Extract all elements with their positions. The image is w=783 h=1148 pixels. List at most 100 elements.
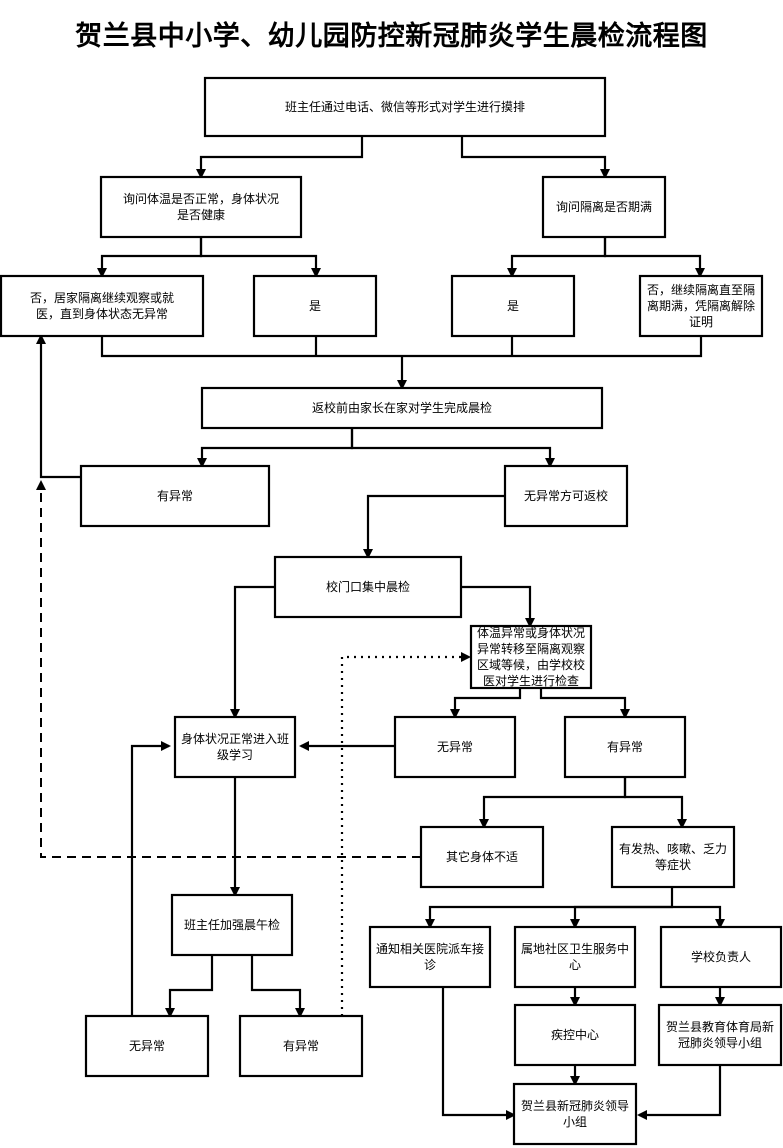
flow-node-box xyxy=(541,175,667,239)
flow-node-box xyxy=(252,274,378,338)
flow-node-label: 医对学生进行检查 xyxy=(483,673,579,688)
flow-node-label: 是 xyxy=(507,299,519,313)
flow-arrow xyxy=(623,777,687,829)
flow-arrow xyxy=(230,585,275,719)
flow-node-label: 贺兰县新冠肺炎领导 xyxy=(521,1098,629,1113)
dashed-return-arrow xyxy=(36,480,421,858)
flow-node-label: 异常转移至隔离观察 xyxy=(477,641,585,656)
flow-node-label: 证明 xyxy=(689,315,713,329)
flow-arrow xyxy=(507,237,607,278)
flow-node-label: 是 xyxy=(309,299,321,313)
flow-arrow xyxy=(363,494,505,559)
flow-node-box xyxy=(0,274,205,338)
flow-arrow xyxy=(461,585,535,628)
flow-arrow xyxy=(637,1065,722,1120)
flow-arrow xyxy=(570,905,672,929)
flow-node-box xyxy=(419,825,545,889)
flow-node-box xyxy=(513,1003,637,1067)
flow-node-label: 心 xyxy=(569,958,581,972)
flow-node-label: 班主任加强晨午检 xyxy=(184,917,280,932)
flow-node-label: 无异常方可返校 xyxy=(524,488,608,503)
flow-node-label: 小组 xyxy=(563,1115,587,1129)
flow-node-label: 区域等候，由学校校 xyxy=(477,657,585,672)
flow-node-box xyxy=(203,76,607,138)
flow-node-box xyxy=(469,624,593,690)
flow-node-n11: 校门口集中晨检 xyxy=(273,555,463,619)
flow-node-n24: 无异常 xyxy=(84,1014,210,1078)
flow-node-label: 级学习 xyxy=(217,747,253,762)
flow-arrow xyxy=(425,887,674,929)
flow-node-n10: 无异常方可返校 xyxy=(503,464,629,528)
flow-arrow xyxy=(603,237,705,278)
flow-node-label: 诊 xyxy=(424,958,436,972)
flow-node-box xyxy=(238,1014,364,1078)
flow-node-label: 学校负责人 xyxy=(691,949,751,964)
flow-node-label: 是否健康 xyxy=(177,207,225,222)
flow-node-label: 无异常 xyxy=(437,740,473,754)
flow-node-n14: 无异常 xyxy=(393,715,517,779)
flow-node-label: 离期满，凭隔离解除 xyxy=(647,298,755,313)
flow-node-box xyxy=(450,274,576,338)
flow-arrow xyxy=(165,955,214,1018)
flow-arrow xyxy=(100,336,703,358)
flow-arrow xyxy=(539,688,630,719)
flow-node-label: 身体状况正常进入班 xyxy=(181,731,289,746)
flow-node-label: 有异常 xyxy=(283,1039,319,1053)
flow-node-box xyxy=(657,1003,783,1067)
flow-node-label: 有异常 xyxy=(607,740,643,754)
flow-arrow xyxy=(450,688,522,719)
flow-node-n18: 班主任加强晨午检 xyxy=(170,893,294,957)
flow-node-box xyxy=(173,715,297,779)
flow-arrow xyxy=(199,237,321,278)
flow-node-label: 询问隔离是否期满 xyxy=(556,199,652,214)
flow-node-label: 询问体温是否正常，身体状况 xyxy=(123,191,279,206)
flow-arrow xyxy=(36,334,81,479)
flow-node-label: 属地社区卫生服务中 xyxy=(521,941,629,956)
flow-node-n8: 返校前由家长在家对学生完成晨检 xyxy=(200,386,604,430)
flow-node-box xyxy=(513,925,637,989)
flow-node-box xyxy=(610,825,736,889)
flow-node-box xyxy=(99,175,303,239)
flow-node-box xyxy=(638,274,764,338)
flow-node-label: 其它身体不适 xyxy=(446,849,518,864)
flow-nodes: 班主任通过电话、微信等形式对学生进行摸排询问体温是否正常，身体状况是否健康询问隔… xyxy=(0,76,783,1146)
flow-arrow xyxy=(350,428,555,468)
flow-node-n15: 有异常 xyxy=(563,715,687,779)
flow-arrow xyxy=(97,237,203,278)
flow-arrow xyxy=(441,987,516,1120)
flow-node-label: 体温异常或身体状况 xyxy=(477,625,585,640)
flow-node-n25: 有异常 xyxy=(238,1014,364,1078)
flow-node-box xyxy=(512,1082,638,1146)
connectors xyxy=(36,136,725,1120)
flow-node-box xyxy=(659,925,783,989)
dotted-return-arrow xyxy=(340,652,471,1016)
flow-arrow xyxy=(460,136,610,179)
flow-node-box xyxy=(170,893,294,957)
flow-arrow xyxy=(197,428,354,468)
flow-node-box xyxy=(503,464,629,528)
flow-node-label: 无异常 xyxy=(129,1039,165,1053)
flow-node-n3: 询问隔离是否期满 xyxy=(541,175,667,239)
flow-node-label: 贺兰县教育体育局新 xyxy=(666,1019,774,1034)
flow-node-n16: 其它身体不适 xyxy=(419,825,545,889)
flow-node-box xyxy=(84,1014,210,1078)
flow-node-label: 通知相关医院派车接 xyxy=(376,941,484,956)
flow-arrow xyxy=(672,905,725,929)
flow-node-label: 否，继续隔离直至隔 xyxy=(647,282,755,297)
flow-node-box xyxy=(200,386,604,430)
flow-arrow xyxy=(196,136,364,179)
flow-node-n9: 有异常 xyxy=(79,464,271,528)
flow-node-n22: 疾控中心 xyxy=(513,1003,637,1067)
flow-node-box xyxy=(393,715,517,779)
flow-arrow xyxy=(250,955,305,1018)
